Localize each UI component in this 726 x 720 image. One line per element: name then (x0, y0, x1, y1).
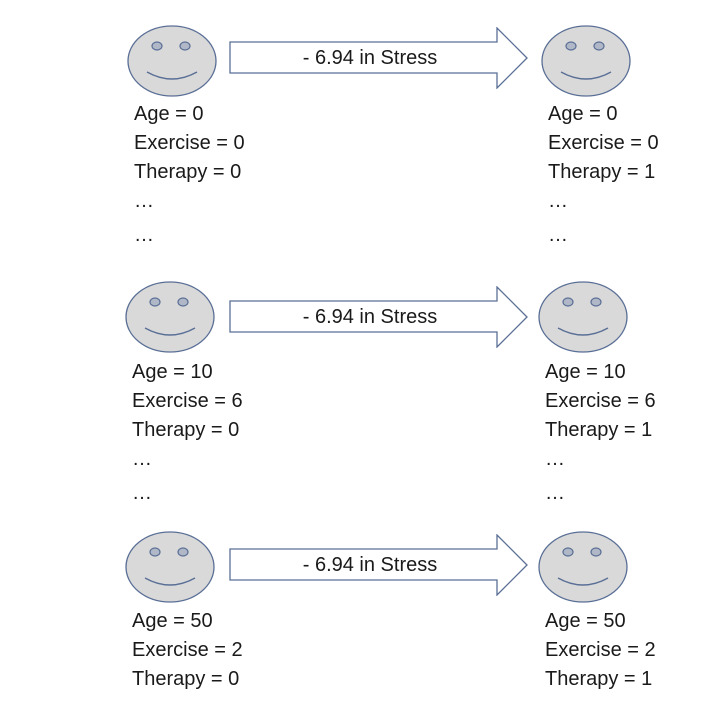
therapy-label: Therapy = 1 (545, 668, 653, 690)
exercise-label: Exercise = 0 (548, 132, 659, 154)
age-label: Age = 50 (132, 610, 213, 632)
comparison-row-3: - 6.94 in Stress Age = 50 Exercise = 2 T… (0, 0, 726, 690)
right-attributes: Age = 10 Exercise = 6 Therapy = 1 … … (545, 358, 656, 508)
age-label: Age = 0 (134, 103, 204, 125)
right-arrow-icon: - 6.94 in Stress (229, 534, 529, 596)
smiley-face-icon (537, 280, 629, 354)
ellipsis: … (545, 482, 565, 504)
left-attributes: Age = 50 Exercise = 2 Therapy = 0 (132, 607, 243, 694)
therapy-label: Therapy = 0 (134, 161, 242, 183)
ellipsis: … (132, 482, 152, 504)
smiley-face-icon (126, 24, 218, 98)
arrow-label: - 6.94 in Stress (302, 553, 438, 576)
comparison-row-2: - 6.94 in Stress Age = 10 Exercise = 6 T… (0, 0, 726, 504)
ellipsis: … (134, 190, 154, 212)
smiley-face-icon (124, 280, 216, 354)
exercise-label: Exercise = 6 (545, 390, 656, 412)
arrow-label: - 6.94 in Stress (302, 46, 438, 69)
right-attributes: Age = 50 Exercise = 2 Therapy = 1 (545, 607, 656, 694)
ellipsis: … (548, 190, 568, 212)
ellipsis: … (545, 448, 565, 470)
therapy-label: Therapy = 1 (545, 419, 653, 441)
age-label: Age = 0 (548, 103, 618, 125)
age-label: Age = 10 (545, 361, 626, 383)
therapy-label: Therapy = 1 (548, 161, 656, 183)
exercise-label: Exercise = 6 (132, 390, 243, 412)
right-arrow-icon: - 6.94 in Stress (229, 286, 529, 348)
arrow-label: - 6.94 in Stress (302, 305, 438, 328)
ellipsis: … (548, 224, 568, 246)
left-attributes: Age = 10 Exercise = 6 Therapy = 0 … … (132, 358, 243, 508)
exercise-label: Exercise = 2 (132, 639, 243, 661)
comparison-row-1: - 6.94 in Stress Age = 0 Exercise = 0 Th… (0, 0, 726, 246)
ellipsis: … (134, 224, 154, 246)
left-attributes: Age = 0 Exercise = 0 Therapy = 0 … … (134, 100, 245, 250)
age-label: Age = 50 (545, 610, 626, 632)
therapy-label: Therapy = 0 (132, 668, 240, 690)
right-attributes: Age = 0 Exercise = 0 Therapy = 1 … … (548, 100, 659, 250)
therapy-label: Therapy = 0 (132, 419, 240, 441)
right-arrow-icon: - 6.94 in Stress (229, 27, 529, 89)
ellipsis: … (132, 448, 152, 470)
smiley-face-icon (124, 530, 216, 604)
exercise-label: Exercise = 2 (545, 639, 656, 661)
age-label: Age = 10 (132, 361, 213, 383)
exercise-label: Exercise = 0 (134, 132, 245, 154)
smiley-face-icon (540, 24, 632, 98)
smiley-face-icon (537, 530, 629, 604)
